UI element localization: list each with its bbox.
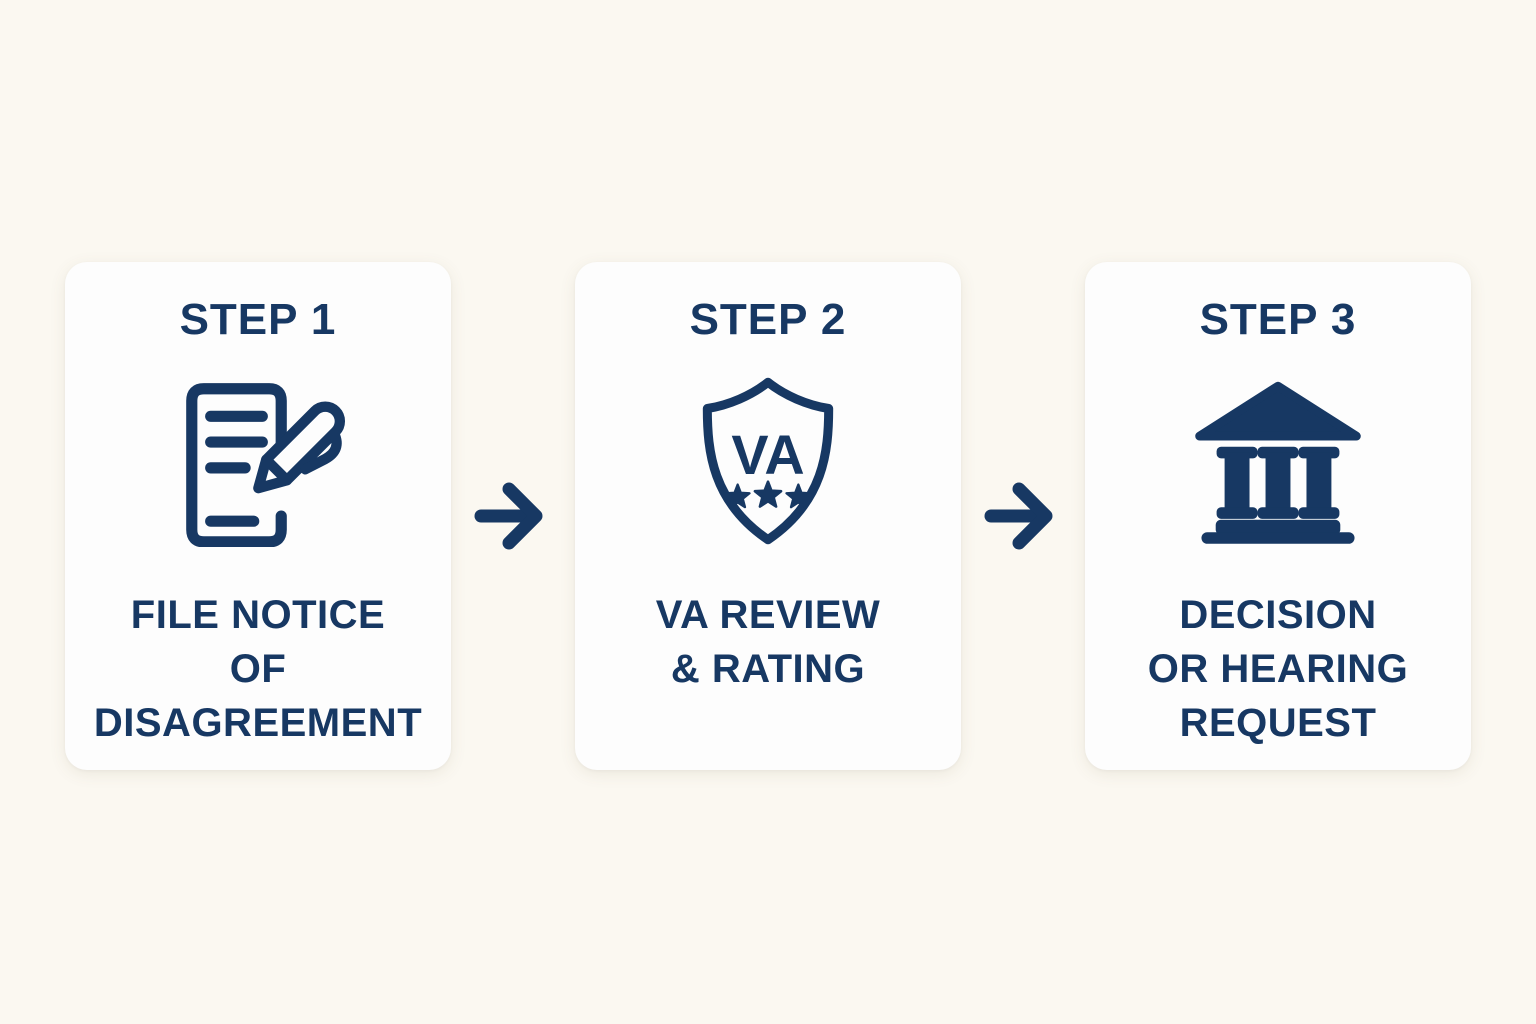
arrow-cell-2 [961,481,1085,551]
step-3-icon-wrap [1189,368,1367,554]
bank-icon [1195,381,1361,544]
step-1-label: STEP 1 [179,295,337,344]
arrow-cell-1 [451,481,575,551]
step-card-2: STEP 2 VA VA REVIEW & RATING [575,262,961,770]
step-3-label: STEP 3 [1199,295,1357,344]
step-3-caption: DECISION OR HEARING REQUEST [1148,588,1409,750]
shield-va-label: VA [731,424,804,486]
caption-line: VA REVIEW [655,593,881,637]
step-2-caption: VA REVIEW & RATING [656,588,881,696]
va-shield-icon: VA [702,377,834,545]
step-card-3: STEP 3 DECISION OR HEARING [1085,262,1471,770]
caption-line: & RATING [670,647,866,691]
shield-stars [724,480,812,509]
step-1-icon-wrap [165,368,351,554]
step-card-1: STEP 1 FILE NOTICE OF DISAGREE [65,262,451,770]
step-1-caption: FILE NOTICE OF DISAGREEMENT [94,588,422,750]
caption-line: OR HEARING [1147,647,1409,691]
step-2-icon-wrap: VA [686,368,850,554]
process-flow: STEP 1 FILE NOTICE OF DISAGREE [65,262,1471,770]
caption-line: FILE NOTICE [130,593,386,637]
step-2-label: STEP 2 [689,295,847,344]
document-pen-icon [186,383,345,547]
right-arrow-icon [984,482,1053,550]
right-arrow-icon [474,482,543,550]
caption-line: DECISION [1179,593,1377,637]
caption-line: OF [229,647,287,691]
caption-line: DISAGREEMENT [93,701,423,745]
caption-line: REQUEST [1179,701,1377,745]
